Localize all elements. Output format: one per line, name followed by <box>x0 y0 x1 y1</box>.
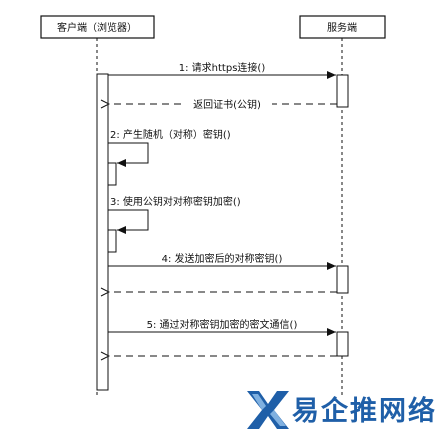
client-participant-label: 客户端（浏览器） <box>57 21 137 34</box>
message-2-label-bg <box>182 96 272 109</box>
message-4-label: 3: 使用公钥对对称密钥加密() <box>110 195 241 208</box>
self-activation-bar-2 <box>107 229 117 253</box>
server-activation-bar-3 <box>336 331 349 357</box>
message-2-label: 返回证书(公钥) <box>193 98 261 111</box>
watermark: 易企推网络 <box>247 391 436 429</box>
server-activation-bar-2 <box>336 265 349 294</box>
message-5-label: 4: 发送加密后的对称密钥() <box>162 252 283 265</box>
x-logo-icon <box>247 391 289 429</box>
message-4-self-arrow <box>108 209 149 234</box>
watermark-text: 易企推网络 <box>292 395 436 427</box>
message-6-label: 5: 通过对称密钥加密的密文通信() <box>147 318 298 331</box>
server-activation-bar-1 <box>336 74 349 108</box>
message-3-label: 2: 产生随机（对称）密钥() <box>110 128 231 141</box>
self-activation-bar-1 <box>107 162 117 186</box>
message-3-self-arrow <box>108 142 149 167</box>
message-1-label: 1: 请求https连接() <box>179 61 266 74</box>
client-activation-bar <box>96 73 109 391</box>
server-participant-label: 服务端 <box>327 21 357 34</box>
